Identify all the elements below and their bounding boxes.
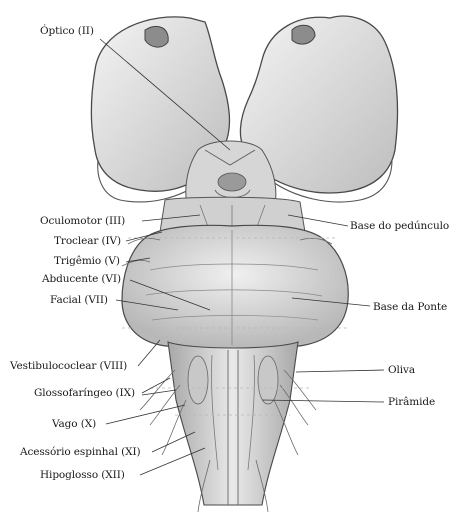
label-facial: Facial (VII) bbox=[50, 294, 108, 306]
label-base-pedunculo: Base do pedúnculo bbox=[350, 220, 449, 232]
label-oculomotor: Oculomotor (III) bbox=[40, 215, 125, 227]
label-hipoglosso: Hipoglosso (XII) bbox=[40, 469, 125, 481]
label-troclear: Troclear (IV) bbox=[54, 235, 121, 247]
label-vago: Vago (X) bbox=[52, 418, 96, 430]
pons bbox=[122, 225, 348, 348]
label-glossofaringeo: Glossofaríngeo (IX) bbox=[34, 387, 135, 399]
label-base-ponte: Base da Ponte bbox=[373, 301, 447, 313]
medulla bbox=[168, 342, 298, 505]
label-oliva: Oliva bbox=[388, 364, 415, 376]
label-trigemio: Trigêmio (V) bbox=[54, 255, 120, 267]
left-thalamus-notch bbox=[145, 26, 168, 47]
label-vestibulococlear: Vestibulococlear (VIII) bbox=[10, 360, 127, 372]
label-abducente: Abducente (VI) bbox=[42, 273, 121, 285]
label-piramide: Pirâmide bbox=[388, 396, 435, 408]
label-optico: Óptico (II) bbox=[40, 25, 94, 37]
right-thalamus-notch bbox=[292, 25, 315, 44]
label-acessorio: Acessório espinhal (XI) bbox=[20, 446, 141, 458]
